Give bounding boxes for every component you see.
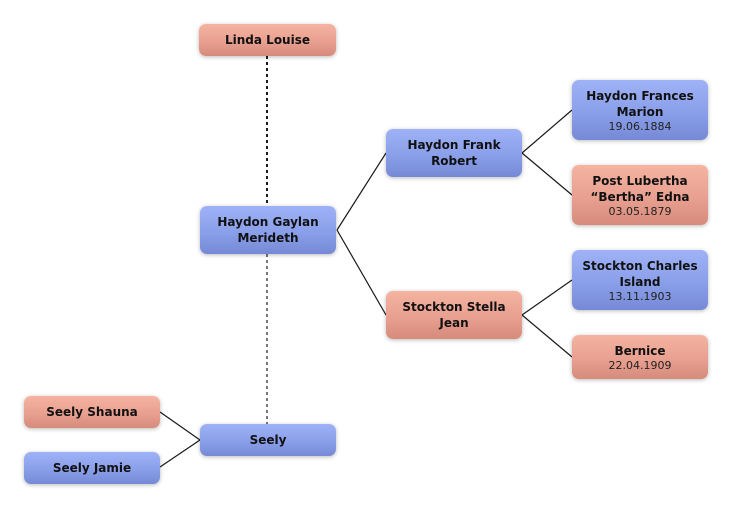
birth-date: 19.06.1884 [608,119,672,133]
birth-date: 03.05.1879 [608,204,672,218]
person-name: Haydon Frank Robert [407,138,501,168]
parent-link-gaylan-stella [336,229,387,316]
person-name: Haydon Gaylan Merideth [217,215,319,245]
person-node-bernice[interactable]: Bernice 22.04.1909 [572,335,708,379]
birth-date: 22.04.1909 [608,358,672,372]
person-name: Seely [249,433,287,447]
person-node-jamie[interactable]: Seely Jamie [24,452,160,484]
parent-link-gaylan-frank [336,152,387,231]
person-name: Linda Louise [225,33,310,47]
person-node-stella[interactable]: Stockton Stella Jean [386,291,522,339]
parent-link-frank-lubertha [521,152,573,196]
parent-link-seely-jamie [159,439,201,468]
person-name: Stockton Charles Island [582,258,698,289]
person-node-frank[interactable]: Haydon Frank Robert [386,129,522,177]
person-node-shauna[interactable]: Seely Shauna [24,396,160,428]
person-node-frances[interactable]: Haydon Frances Marion 19.06.1884 [572,80,708,140]
person-node-seely[interactable]: Seely [200,424,336,456]
parent-link-seely-shauna [159,411,201,441]
birth-date: 13.11.1903 [608,289,672,303]
person-name: Seely Shauna [46,405,138,419]
person-name: Seely Jamie [52,461,132,475]
parent-link-stella-bernice [521,314,573,358]
person-node-gaylan[interactable]: Haydon Gaylan Merideth [200,206,336,254]
parent-link-frank-frances [521,109,573,154]
person-node-lubertha[interactable]: Post Lubertha “Bertha” Edna 03.05.1879 [572,165,708,225]
person-name: Stockton Stella Jean [402,300,506,330]
parent-link-stella-charles [521,279,573,316]
person-node-charles[interactable]: Stockton Charles Island 13.11.1903 [572,250,708,310]
person-name: Post Lubertha “Bertha” Edna [590,173,690,204]
person-name: Haydon Frances Marion [586,88,694,119]
person-name: Bernice [614,343,666,358]
person-node-linda[interactable]: Linda Louise [199,24,336,56]
